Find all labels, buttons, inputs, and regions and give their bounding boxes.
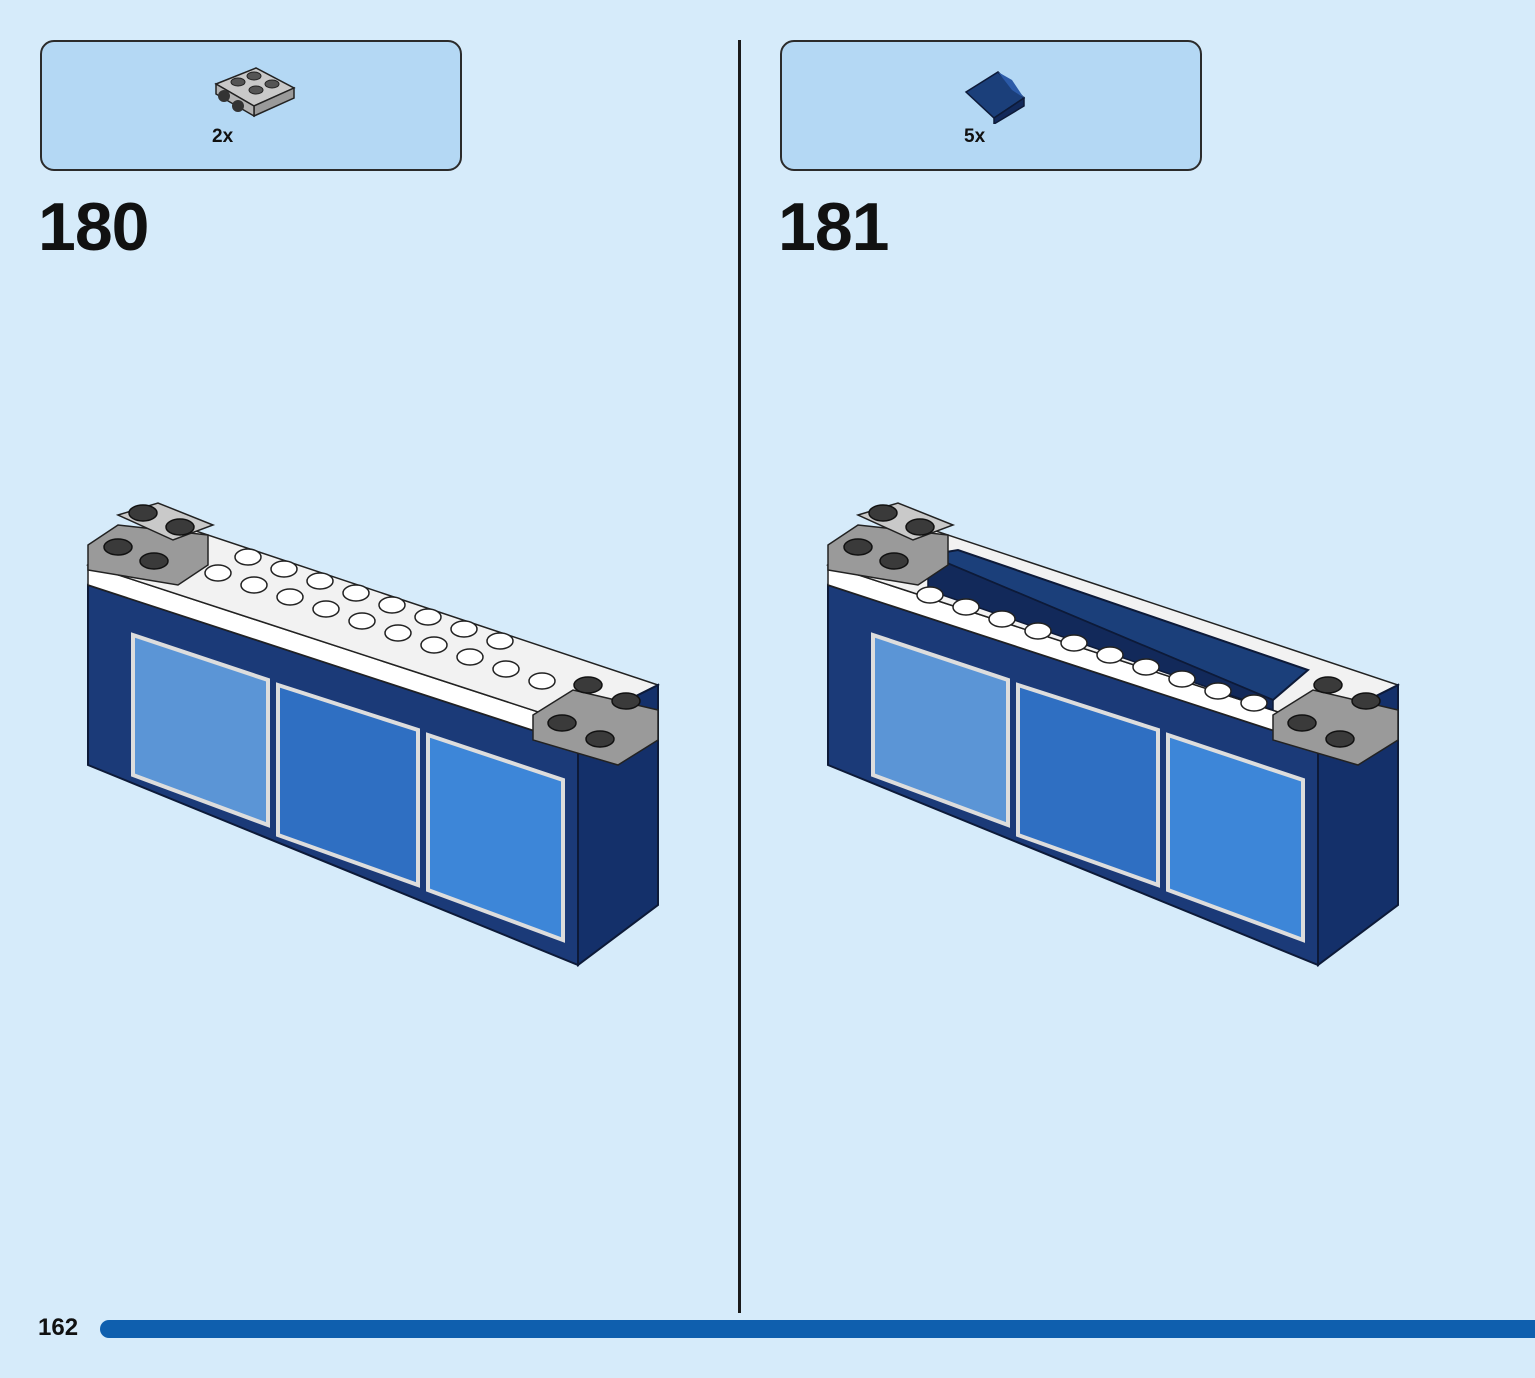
wall-assembly-step-181: [825, 502, 1400, 967]
step-number: 180: [38, 189, 149, 265]
parts-callout-step-181: 5x: [780, 40, 1202, 171]
wall-assembly-step-180: [85, 502, 660, 967]
page-number: 162: [38, 1314, 79, 1341]
part-quantity: 2x: [212, 126, 234, 147]
page-footer-bar: [100, 1320, 1535, 1338]
step-number: 181: [778, 189, 889, 265]
part-quantity: 5x: [964, 126, 986, 147]
step-divider: [738, 40, 741, 1313]
gray-plate-part-icon: [214, 67, 296, 118]
dark-blue-slope-part-icon: [964, 71, 1026, 124]
parts-callout-step-180: 2x: [40, 40, 462, 171]
